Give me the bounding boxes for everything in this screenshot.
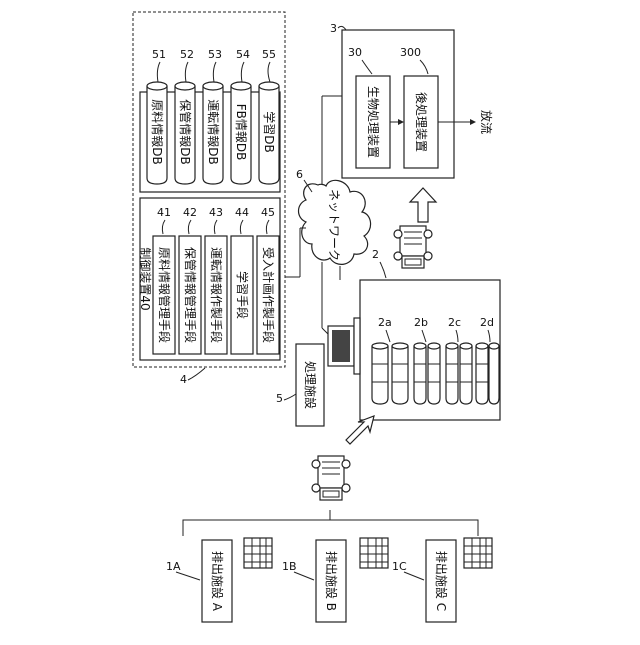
leader-5 [284, 394, 296, 400]
leader-52 [185, 62, 188, 82]
control-units: 原料情報管理手段 保管情報管理手段 運転情報作製手段 学習手段 受入計画作製手段 [153, 236, 279, 354]
control-device-title: 制御装置40 [138, 247, 153, 310]
network-label: ネットワーク [327, 189, 341, 261]
emitter-b-label: 排出施設 B [324, 551, 339, 611]
unit-42: 保管情報管理手段 [179, 236, 201, 354]
emitter-c-label: 排出施設 C [434, 551, 449, 611]
building-icon-c [464, 538, 492, 568]
emitter-a-label: 排出施設 A [210, 551, 225, 612]
leader-1B [294, 572, 314, 580]
unit-45: 受入計画作製手段 [257, 236, 279, 354]
db-cylinder-51: 原料情報DB [147, 82, 167, 184]
bio-treatment-label: 生物処理装置 [366, 86, 380, 158]
ref-2d: 2d [480, 316, 494, 329]
ref-51: 51 [152, 48, 166, 61]
ref-1A: 1A [166, 560, 181, 573]
unit-label-42: 保管情報管理手段 [183, 247, 198, 343]
unit-44: 学習手段 [231, 236, 253, 354]
hollow-arrow-to-treatment [410, 188, 436, 222]
truck-icon-emitters [312, 456, 350, 500]
post-treatment-label: 後処理装置 [414, 92, 428, 152]
ref-3: 3 [330, 22, 337, 35]
leader-51 [157, 62, 160, 82]
processing-facility-label: 処理施設 [303, 361, 318, 409]
unit-label-41: 原料情報管理手段 [157, 247, 172, 343]
building-icon-b [360, 538, 388, 568]
unit-label-45: 受入計画作製手段 [261, 247, 276, 343]
db-label-53: 運転情報DB [206, 99, 220, 164]
unit-label-43: 運転情報作製手段 [209, 247, 224, 343]
ref-2c: 2c [448, 316, 461, 329]
leader-1C [404, 572, 424, 580]
ref-52: 52 [180, 48, 194, 61]
computer-icon [322, 318, 360, 374]
ref-55: 55 [262, 48, 276, 61]
leader-4 [188, 368, 205, 380]
db-label-55: 学習DB [262, 111, 277, 152]
db-label-52: 保管情報DB [178, 99, 193, 164]
ref-45: 45 [261, 206, 275, 219]
leader-55 [268, 62, 270, 82]
ref-44: 44 [235, 206, 249, 219]
leader-54 [241, 62, 244, 82]
db-label-54: FB情報DB [234, 104, 248, 161]
ref-30: 30 [348, 46, 362, 59]
building-icon-a [244, 538, 272, 568]
discharge-label: 放流 [479, 110, 494, 134]
ref-5: 5 [276, 392, 283, 405]
unit-43: 運転情報作製手段 [205, 236, 227, 354]
leader-53 [213, 62, 216, 82]
ref-41: 41 [157, 206, 171, 219]
ref-2b: 2b [414, 316, 428, 329]
tank-group-2d [476, 343, 499, 404]
leader-1A [176, 572, 200, 580]
truck-icon-treatment [394, 226, 432, 268]
ref-1C: 1C [392, 560, 407, 573]
db-cylinder-52: 保管情報DB [175, 82, 195, 184]
ref-54: 54 [236, 48, 250, 61]
arrowhead-discharge [470, 119, 476, 125]
unit-41: 原料情報管理手段 [153, 236, 175, 354]
ref-42: 42 [183, 206, 197, 219]
ref-2: 2 [372, 248, 379, 261]
emitters-bracket [183, 520, 478, 536]
db-cylinder-55: 学習DB [259, 82, 279, 184]
db-label-51: 原料情報DB [150, 99, 164, 164]
db-cylinder-54: FB情報DB [231, 82, 251, 184]
ref-53: 53 [208, 48, 222, 61]
ref-6: 6 [296, 168, 303, 181]
ref-1B: 1B [282, 560, 297, 573]
leader-2 [380, 262, 386, 278]
ref-43: 43 [209, 206, 223, 219]
ref-4: 4 [180, 373, 187, 386]
unit-label-44: 学習手段 [235, 271, 250, 319]
database-cylinders: 原料情報DB 保管情報DB 運転情報DB FB情報DB 学習DB [147, 82, 279, 184]
ref-300: 300 [400, 46, 421, 59]
db-cylinder-53: 運転情報DB [203, 82, 223, 184]
ref-2a: 2a [378, 316, 392, 329]
